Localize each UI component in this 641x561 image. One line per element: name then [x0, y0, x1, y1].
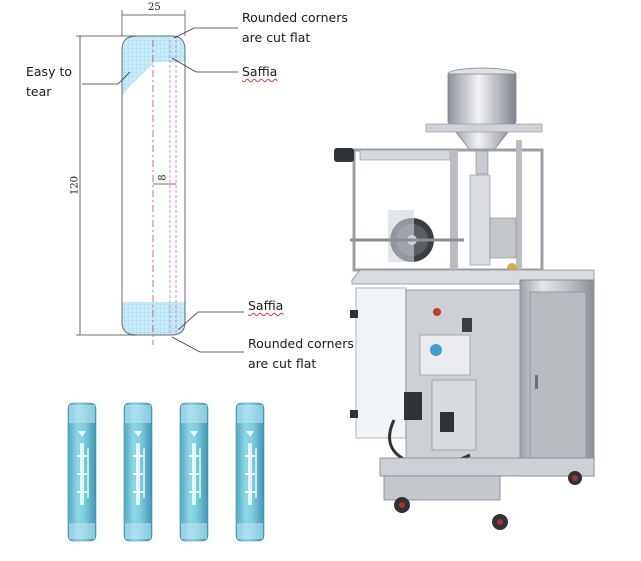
stick-pack-border [121, 35, 186, 336]
sachet-2-icon [123, 402, 153, 542]
sachet-1-icon [67, 402, 97, 542]
leader-top-saffia [171, 57, 238, 73]
leader-bottom-corners [171, 336, 244, 353]
top-corners-label-line1: Rounded corners [242, 10, 348, 25]
sachet-3-icon [179, 402, 209, 542]
top-seal-area [122, 36, 185, 96]
top-corners-label-line2: are cut flat [242, 30, 311, 45]
easy-tear-label-line2: tear [26, 84, 52, 99]
leader-easy-tear [82, 71, 131, 85]
top-saffia-label: Saffia [242, 64, 278, 79]
sachet-4-icon [235, 402, 265, 542]
packing-machine-icon [334, 67, 595, 530]
leader-bottom-saffia [177, 311, 244, 331]
leader-top-corners [173, 27, 238, 39]
stick-pack-outline-icon [76, 10, 244, 353]
easy-tear-label-line1: Easy to [26, 64, 72, 79]
height-dimension-value: 120 [69, 175, 81, 196]
seal-width-dimension-value: 8 [157, 174, 169, 181]
top-corners-label: Rounded corners are cut flat [242, 8, 348, 48]
bottom-seal-area [122, 302, 185, 335]
sachet-row [67, 402, 265, 542]
easy-tear-label: Easy to tear [26, 62, 72, 102]
width-dimension-value: 25 [148, 2, 161, 13]
bottom-saffia-label: Saffia [248, 298, 284, 313]
bottom-corners-label-line2: are cut flat [248, 356, 317, 371]
bottom-corners-label: Rounded corners are cut flat [248, 334, 354, 374]
bottom-corners-label-line1: Rounded corners [248, 336, 354, 351]
